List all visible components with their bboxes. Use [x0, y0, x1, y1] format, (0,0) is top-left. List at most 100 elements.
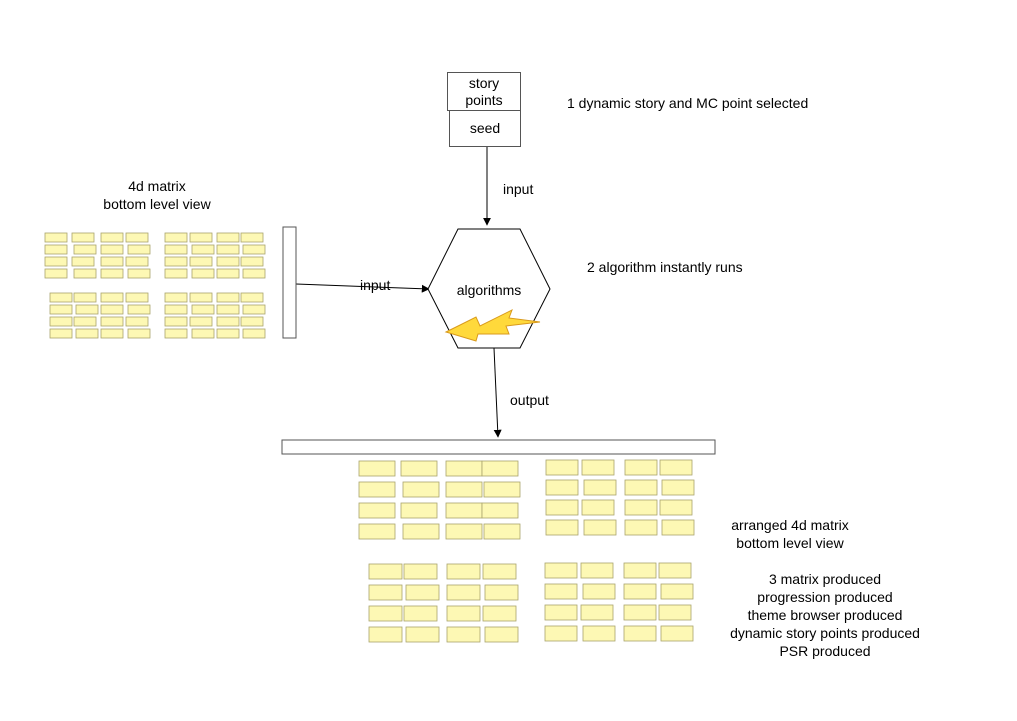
- matrix-card: [403, 605, 438, 622]
- output-bar: [281, 439, 716, 455]
- matrix-card: [164, 292, 188, 303]
- matrix-card: [623, 625, 657, 642]
- story-points-line1: story: [468, 74, 500, 91]
- matrix-title-line2: bottom level view: [103, 196, 211, 212]
- matrix-card: [624, 459, 658, 476]
- matrix-card: [661, 519, 695, 536]
- matrix-title-line1: 4d matrix: [128, 178, 186, 194]
- matrix-card: [544, 583, 578, 600]
- matrix-card: [216, 328, 240, 339]
- matrix-card: [445, 481, 483, 498]
- matrix-card: [100, 244, 124, 255]
- story-points-box: story points: [447, 72, 521, 111]
- matrix-card: [402, 481, 440, 498]
- matrix-card: [127, 268, 151, 279]
- matrix-card: [216, 304, 240, 315]
- matrix-card: [189, 292, 213, 303]
- matrix-card: [484, 584, 519, 601]
- matrix-card: [49, 292, 73, 303]
- matrix-card: [544, 625, 578, 642]
- input-bar: [282, 226, 297, 339]
- matrix-card: [164, 232, 188, 243]
- matrix-card: [100, 316, 124, 327]
- algorithms-label: algorithms: [456, 282, 522, 298]
- matrix-card: [216, 256, 240, 267]
- matrix-card: [216, 268, 240, 279]
- matrix-card: [368, 584, 403, 601]
- matrix-card: [660, 583, 694, 600]
- step2-label: 2 algorithm instantly runs: [587, 259, 743, 275]
- arranged-title: arranged 4d matrix bottom level view: [731, 516, 849, 552]
- matrix-card: [544, 604, 578, 621]
- matrix-card: [358, 460, 396, 477]
- produced-item: dynamic story points produced: [730, 625, 920, 641]
- matrix-card: [658, 604, 692, 621]
- matrix-card: [402, 523, 440, 540]
- matrix-card: [100, 328, 124, 339]
- arranged-title-line2: bottom level view: [736, 535, 844, 551]
- matrix-card: [191, 328, 215, 339]
- matrix-card: [581, 499, 615, 516]
- arranged-title-line1: arranged 4d matrix: [731, 517, 849, 533]
- matrix-card: [242, 244, 266, 255]
- matrix-card: [189, 316, 213, 327]
- matrix-card: [581, 459, 615, 476]
- matrix-cards: [44, 232, 695, 643]
- matrix-card: [127, 304, 151, 315]
- matrix-card: [100, 292, 124, 303]
- matrix-card: [191, 244, 215, 255]
- matrix-card: [73, 316, 97, 327]
- matrix-card: [483, 481, 521, 498]
- matrix-card: [623, 583, 657, 600]
- matrix-card: [44, 256, 68, 267]
- matrix-card: [400, 460, 438, 477]
- matrix-card: [44, 232, 68, 243]
- matrix-card: [400, 502, 438, 519]
- matrix-card: [100, 232, 124, 243]
- matrix-card: [481, 502, 519, 519]
- matrix-card: [405, 584, 440, 601]
- matrix-card: [191, 304, 215, 315]
- matrix-card: [240, 316, 264, 327]
- matrix-card: [403, 563, 438, 580]
- matrix-card: [624, 479, 658, 496]
- matrix-card: [583, 479, 617, 496]
- matrix-card: [481, 460, 519, 477]
- matrix-card: [164, 256, 188, 267]
- matrix-card: [242, 304, 266, 315]
- matrix-card: [164, 328, 188, 339]
- matrix-card: [446, 563, 481, 580]
- matrix-card: [358, 481, 396, 498]
- matrix-card: [582, 625, 616, 642]
- matrix-card: [358, 523, 396, 540]
- matrix-card: [240, 256, 264, 267]
- matrix-card: [484, 626, 519, 643]
- matrix-card: [482, 605, 517, 622]
- matrix-card: [368, 563, 403, 580]
- matrix-card: [73, 268, 97, 279]
- story-points-line2: points: [465, 91, 503, 108]
- matrix-card: [545, 459, 579, 476]
- arrow-matrix-to-algorithms: [295, 283, 430, 293]
- matrix-card: [44, 244, 68, 255]
- matrix-card: [446, 626, 481, 643]
- produced-item: theme browser produced: [747, 607, 903, 623]
- matrix-card: [164, 244, 188, 255]
- arrow-algorithms-to-output: [493, 347, 502, 438]
- matrix-card: [125, 256, 149, 267]
- matrix-card: [125, 316, 149, 327]
- matrix-card: [545, 499, 579, 516]
- matrix-card: [583, 519, 617, 536]
- matrix-card: [100, 268, 124, 279]
- matrix-card: [100, 304, 124, 315]
- matrix-card: [71, 232, 95, 243]
- matrix-card: [624, 499, 658, 516]
- matrix-card: [545, 479, 579, 496]
- matrix-card: [216, 232, 240, 243]
- matrix-card: [49, 316, 73, 327]
- matrix-card: [661, 479, 695, 496]
- matrix-card: [216, 244, 240, 255]
- matrix-card: [544, 562, 578, 579]
- input-top-label: input: [503, 181, 534, 197]
